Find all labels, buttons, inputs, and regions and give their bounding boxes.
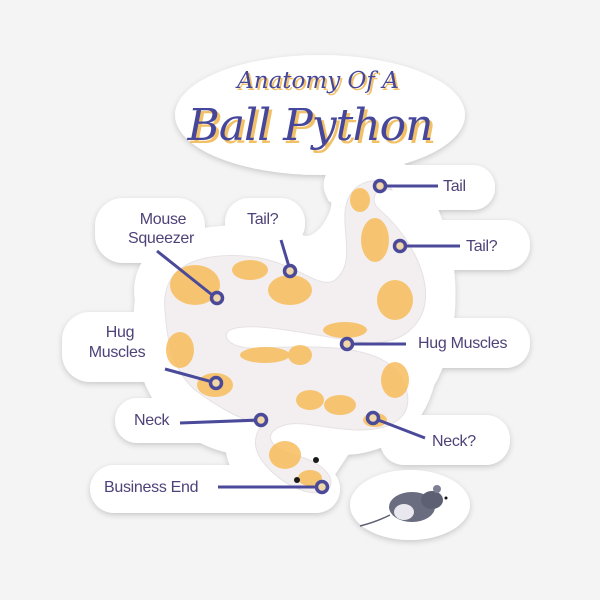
label-neck-question: Neck?: [432, 433, 476, 450]
label-mouse-squeezer-line2: Squeezer: [127, 230, 195, 247]
label-tail-question-top: Tail?: [247, 211, 279, 228]
pointer-lines: [156, 184, 460, 489]
label-tail-question-right: Tail?: [466, 238, 498, 255]
label-neck: Neck: [134, 412, 170, 429]
label-tail: Tail: [443, 178, 466, 195]
title-line-1: Anatomy Of A: [237, 68, 399, 94]
snake-eye-icon: [313, 457, 319, 463]
label-business-end: Business End: [104, 479, 199, 496]
label-mouse-squeezer-line1: Mouse: [139, 211, 187, 228]
mouse-illustration: [359, 485, 448, 527]
title-line-2: Ball Python: [187, 100, 433, 151]
pointer-rings: [208, 178, 408, 495]
label-hug-muscles-left-line2: Muscles: [88, 344, 146, 361]
label-hug-muscles-left-line1: Hug: [105, 324, 135, 341]
snake-eye-icon: [294, 477, 300, 483]
label-hug-muscles-right: Hug Muscles: [418, 335, 508, 352]
python-body: [164, 180, 427, 494]
